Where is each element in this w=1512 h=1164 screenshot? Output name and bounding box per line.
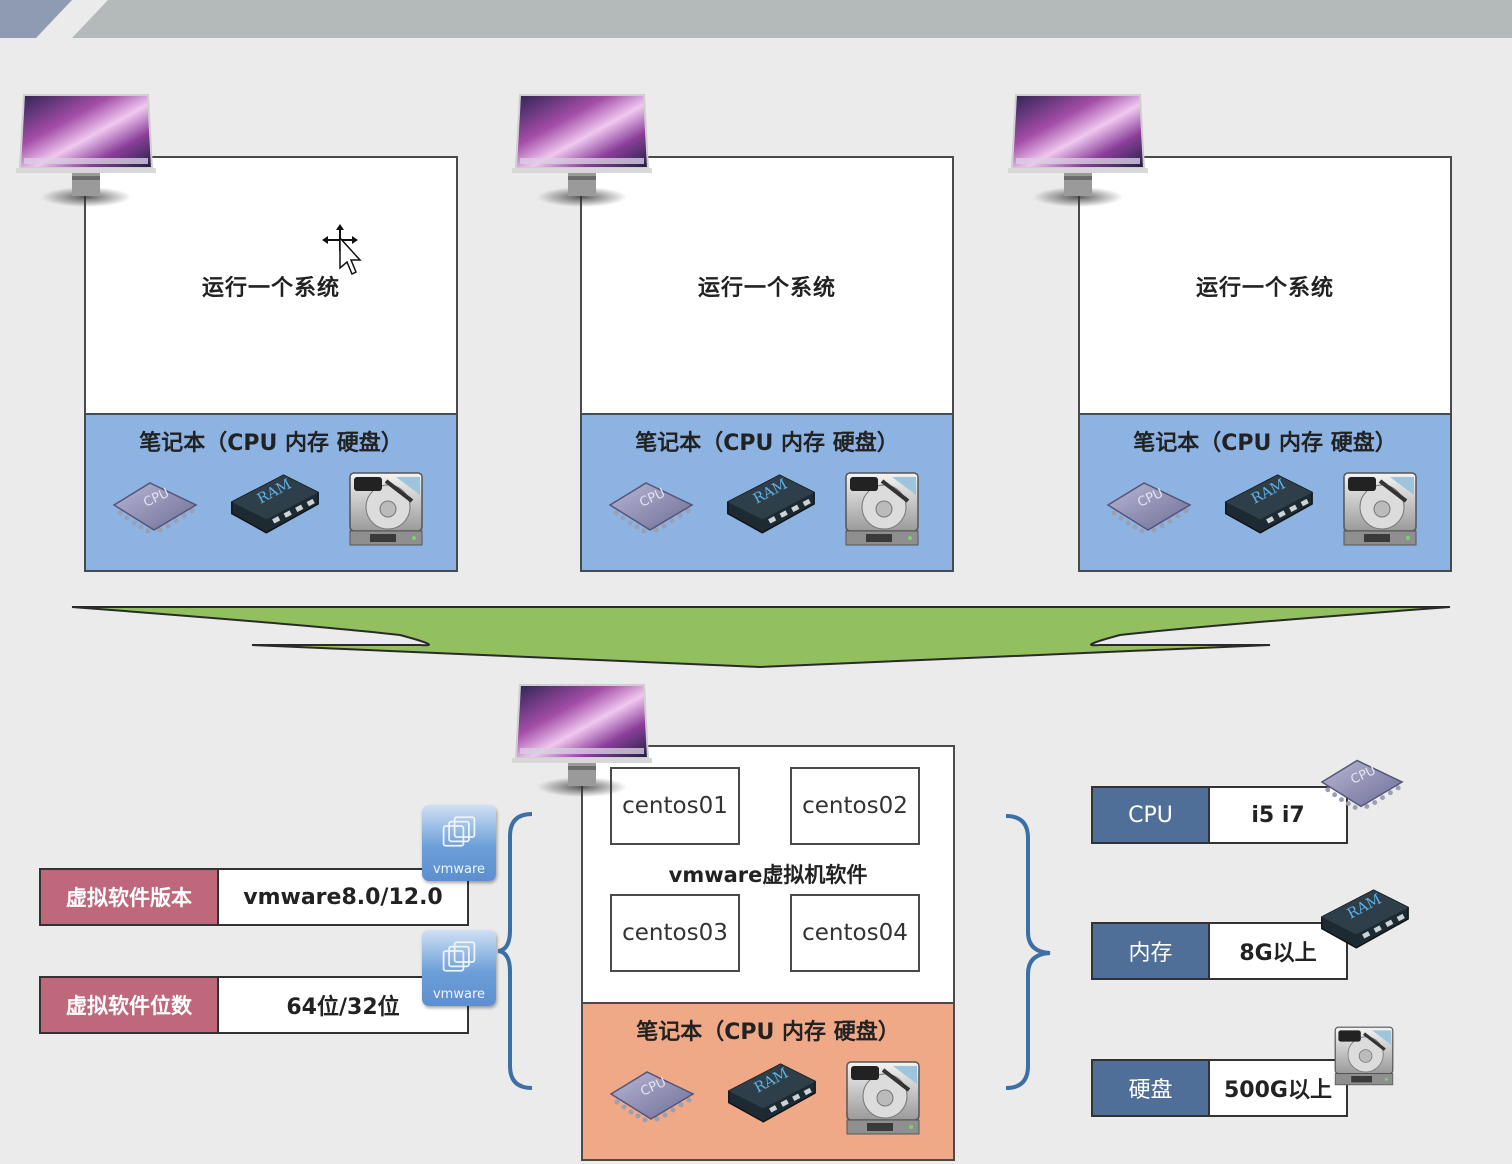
info-value: vmware8.0/12.0 — [243, 884, 443, 910]
vm-box: centos04 — [790, 894, 920, 972]
ram-module-icon — [722, 469, 818, 537]
monitor-icon — [16, 92, 156, 210]
move-cursor-icon — [322, 224, 362, 276]
host-os-area: 运行一个系统 — [582, 158, 952, 413]
host-hardware-area: 笔记本（CPU 内存 硬盘） — [86, 413, 456, 570]
info-key: 虚拟软件位数 — [41, 978, 219, 1032]
spec-key: 内存 — [1093, 924, 1210, 978]
spec-row-disk: 硬盘 500G以上 — [1091, 1059, 1348, 1117]
host-box-2: 运行一个系统 笔记本（CPU 内存 硬盘） — [580, 156, 954, 572]
spec-row-memory: 内存 8G以上 — [1091, 922, 1348, 980]
hardware-title: 笔记本（CPU 内存 硬盘） — [1133, 431, 1397, 456]
left-brace — [497, 812, 533, 1090]
host-system-label: 运行一个系统 — [201, 275, 340, 301]
arrow-shape — [71, 606, 1451, 669]
vm-software-label: vmware虚拟机软件 — [668, 863, 868, 887]
info-value: 64位/32位 — [286, 995, 400, 1020]
info-key: 虚拟软件版本 — [41, 870, 219, 924]
header-accent-right — [72, 0, 1512, 38]
host-os-area: 运行一个系统 — [86, 158, 456, 413]
hardware-title: 笔记本（CPU 内存 硬盘） — [636, 1020, 900, 1045]
host-os-area: 运行一个系统 — [1080, 158, 1450, 413]
info-row-bits: 虚拟软件位数 64位/32位 — [39, 976, 469, 1034]
monitor-icon — [512, 92, 652, 210]
ram-module-icon — [1316, 884, 1412, 952]
vm-box: centos02 — [790, 767, 920, 845]
ram-module-icon — [226, 469, 322, 537]
host-hardware-area: 笔记本（CPU 内存 硬盘） — [582, 413, 952, 570]
spec-value: 8G以上 — [1239, 941, 1317, 966]
slide-header-band — [0, 0, 1512, 38]
hard-disk-icon — [843, 1056, 923, 1140]
vm-box: centos01 — [610, 767, 740, 845]
cpu-chip-icon — [606, 475, 696, 535]
host-system-label: 运行一个系统 — [1195, 275, 1334, 301]
vmware-logo-icon: vmware — [422, 930, 496, 1006]
ram-module-icon — [1220, 469, 1316, 537]
host-system-label: 运行一个系统 — [697, 275, 836, 301]
hard-disk-icon — [842, 467, 922, 551]
consolidation-arrow — [71, 606, 1451, 669]
hard-disk-icon — [1340, 467, 1420, 551]
spec-key: CPU — [1093, 788, 1210, 842]
host-box-1: 运行一个系统 笔记本（CPU 内存 硬盘） — [84, 156, 458, 572]
right-brace — [1005, 814, 1051, 1090]
vmware-logo-icon: vmware — [422, 805, 496, 881]
info-row-version: 虚拟软件版本 vmware8.0/12.0 — [39, 868, 469, 926]
spec-row-cpu: CPU i5 i7 — [1091, 786, 1348, 844]
spec-key: 硬盘 — [1093, 1061, 1210, 1115]
cpu-chip-icon — [110, 475, 200, 535]
ram-module-icon — [723, 1058, 819, 1126]
cpu-chip-icon — [1318, 752, 1406, 812]
header-accent-left — [0, 0, 72, 38]
cpu-chip-icon — [1104, 475, 1194, 535]
host-hardware-area: 笔记本（CPU 内存 硬盘） — [1080, 413, 1450, 570]
hardware-title: 笔记本（CPU 内存 硬盘） — [635, 431, 899, 456]
virtualized-host-box: centos01 centos02 vmware虚拟机软件 centos03 c… — [581, 745, 955, 1161]
hard-disk-icon — [346, 467, 426, 551]
monitor-icon — [1008, 92, 1148, 210]
vm-box: centos03 — [610, 894, 740, 972]
hard-disk-icon — [1332, 1022, 1396, 1090]
hardware-title: 笔记本（CPU 内存 硬盘） — [139, 431, 403, 456]
host-hardware-area: 笔记本（CPU 内存 硬盘） — [583, 1002, 953, 1159]
cpu-chip-icon — [607, 1064, 697, 1124]
monitor-icon — [512, 682, 652, 800]
spec-value: i5 i7 — [1251, 802, 1305, 828]
spec-value: 500G以上 — [1224, 1078, 1332, 1103]
host-box-3: 运行一个系统 笔记本（CPU 内存 硬盘） — [1078, 156, 1452, 572]
